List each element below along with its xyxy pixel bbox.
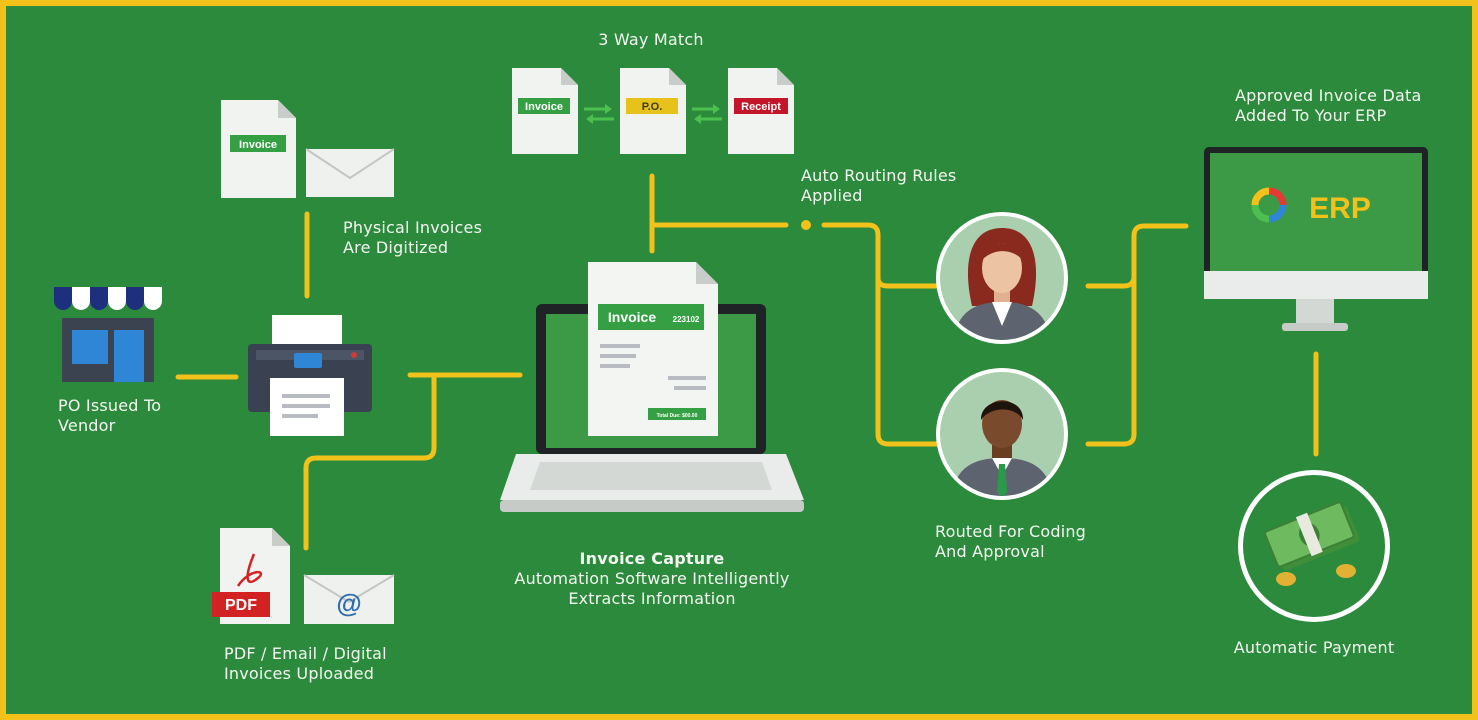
physical-invoices-label: Physical Invoices Are Digitized	[343, 218, 482, 258]
routed-coding-line-1: Routed For Coding	[935, 522, 1087, 541]
physical-invoices-line-1: Physical Invoices	[343, 218, 483, 237]
auto-routing-line-1: Auto Routing Rules	[801, 166, 957, 185]
laptop-invoice-number: 223102	[673, 315, 700, 324]
automatic-payment-text: Automatic Payment	[1233, 638, 1395, 657]
match-receipt-doc	[728, 68, 794, 154]
connector-routing-male	[875, 273, 939, 447]
approved-erp-label: Approved Invoice Data Added To Your ERP	[1235, 86, 1422, 126]
pdf-badge-label: PDF	[225, 597, 257, 614]
connector-lines	[175, 173, 1319, 551]
routed-coding-label: Routed For Coding And Approval	[935, 522, 1086, 562]
connector-routing-female	[821, 222, 939, 289]
double-arrow-icon	[584, 104, 722, 124]
approved-erp-line-1: Approved Invoice Data	[1235, 86, 1422, 105]
match-documents	[512, 68, 794, 154]
invoice-capture-title: Invoice Capture	[579, 549, 725, 568]
printer-icon	[248, 315, 372, 436]
invoice-capture-label: Invoice Capture Automation Software Inte…	[492, 549, 812, 609]
physical-invoice-tag: Invoice	[239, 139, 277, 151]
match-invoice-doc	[512, 68, 578, 154]
po-issued-line-1: PO Issued To	[58, 396, 162, 415]
erp-label: ERP	[1309, 192, 1371, 225]
storefront-icon	[54, 287, 162, 382]
match-invoice-tag: Invoice	[525, 101, 563, 113]
laptop-icon	[500, 262, 804, 512]
match-po-doc	[620, 68, 686, 154]
diagram-art: Invoice Invoice P.O. Receipt Invoice 223…	[54, 68, 1428, 624]
auto-routing-label: Auto Routing Rules Applied	[801, 166, 956, 206]
auto-routing-line-2: Applied	[801, 186, 863, 205]
pdf-file-icon	[212, 528, 290, 624]
pdf-email-label: PDF / Email / Digital Invoices Uploaded	[224, 644, 387, 684]
invoice-document-icon	[221, 100, 296, 198]
money-payment-icon	[1238, 470, 1390, 622]
erp-monitor-icon	[1204, 147, 1428, 331]
connector-upload-laptop	[303, 372, 437, 551]
automatic-payment-label: Automatic Payment	[1224, 638, 1404, 658]
email-at-symbol: @	[336, 588, 361, 618]
physical-invoices-line-2: Are Digitized	[343, 238, 449, 257]
email-at-icon	[303, 574, 395, 624]
match-po-tag: P.O.	[642, 101, 663, 113]
connector-female-erp	[1085, 223, 1189, 289]
po-issued-line-2: Vendor	[58, 416, 116, 435]
pdf-email-line-2: Invoices Uploaded	[224, 664, 375, 683]
laptop-invoice-footer: Total Due: $00.00	[657, 413, 698, 419]
invoice-capture-desc-line-2: Extracts Information	[568, 589, 736, 608]
female-approver-avatar	[936, 212, 1068, 344]
erp-logo-icon	[1251, 187, 1287, 223]
approved-erp-line-2: Added To Your ERP	[1235, 106, 1387, 125]
routing-node-dot	[801, 220, 811, 230]
laptop-invoice-document	[588, 262, 718, 436]
laptop-invoice-tag: Invoice	[608, 309, 656, 325]
envelope-icon	[305, 148, 395, 197]
three-way-match-text: 3 Way Match	[598, 30, 704, 49]
pdf-email-line-1: PDF / Email / Digital	[224, 644, 387, 663]
po-issued-label: PO Issued To Vendor	[58, 396, 161, 436]
connector-male-erp	[1085, 273, 1137, 447]
routed-coding-line-2: And Approval	[935, 542, 1045, 561]
male-approver-avatar	[936, 368, 1068, 500]
three-way-match-label: 3 Way Match	[566, 30, 736, 50]
invoice-capture-desc-line-1: Automation Software Intelligently	[514, 569, 790, 588]
match-receipt-tag: Receipt	[741, 101, 781, 113]
